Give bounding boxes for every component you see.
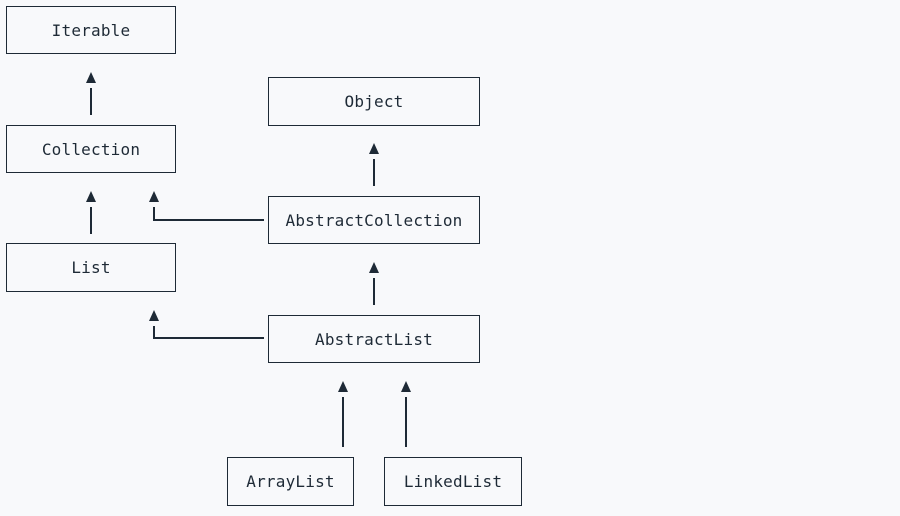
arrowhead	[337, 381, 348, 392]
node-abstract-list-label: AbstractList	[315, 329, 433, 349]
node-iterable: Iterable	[6, 6, 176, 54]
node-linked-list-label: LinkedList	[403, 472, 503, 491]
node-list: List	[6, 243, 176, 292]
edge-line	[153, 219, 264, 221]
arrowhead	[148, 191, 159, 202]
node-abstract-list: AbstractList	[268, 315, 480, 363]
node-iterable-label: Iterable	[51, 20, 131, 40]
node-collection-label: Collection	[41, 139, 141, 159]
node-object: Object	[268, 77, 480, 126]
node-list-label: List	[71, 258, 111, 277]
edge-line	[342, 397, 344, 447]
edge-line	[405, 397, 407, 447]
node-array-list-label: ArrayList	[246, 472, 335, 491]
edge-line	[153, 337, 264, 339]
arrowhead	[148, 310, 159, 321]
edge-line	[153, 326, 155, 338]
node-object-label: Object	[344, 92, 404, 111]
node-linked-list: LinkedList	[384, 457, 522, 506]
arrowhead	[85, 191, 96, 202]
edge-line	[373, 159, 375, 186]
arrowhead	[368, 143, 379, 154]
node-abstract-collection: AbstractCollection	[268, 196, 480, 244]
edge-line	[373, 278, 375, 305]
node-abstract-collection-label: AbstractCollection	[285, 210, 463, 230]
node-collection: Collection	[6, 125, 176, 173]
arrowhead	[400, 381, 411, 392]
edge-line	[90, 207, 92, 234]
arrowhead	[85, 72, 96, 83]
edge-line	[153, 207, 155, 220]
node-array-list: ArrayList	[227, 457, 354, 506]
edge-line	[90, 88, 92, 115]
arrowhead	[368, 262, 379, 273]
